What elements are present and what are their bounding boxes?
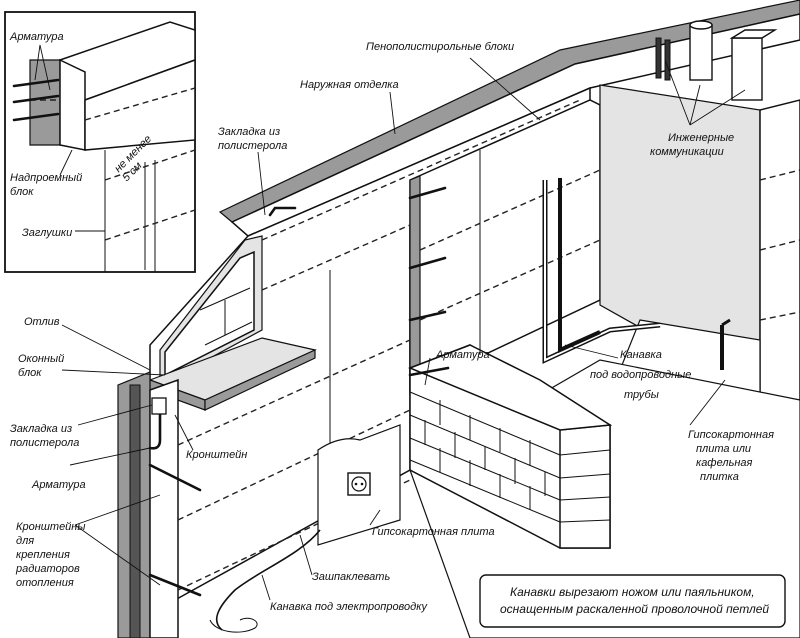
inset-label-zaglushki: Заглушки [22, 227, 72, 239]
label-armatura-left: Арматура [31, 479, 86, 491]
label-gipso-plitka-2: плита или [696, 443, 751, 455]
label-zakladka-left-1: Закладка из [10, 423, 72, 435]
brick-wall [407, 344, 613, 549]
label-zashpaklevat: Зашпаклевать [312, 571, 390, 583]
labels: Пенополистирольные блоки Наружная отделк… [10, 41, 774, 613]
label-okonny-1: Оконный [18, 353, 64, 365]
label-penopolistirol: Пенополистирольные блоки [366, 41, 514, 53]
label-kanavka-vodo-3: трубы [624, 389, 659, 401]
leader-lines [61, 57, 746, 601]
inset-detail: Арматура Надпроемный блок не менее 5 см … [4, 11, 196, 273]
label-naruzhnaya-otdelka: Наружная отделка [300, 79, 399, 91]
inset-label-armatura: Арматура [9, 31, 64, 43]
label-zakladka-top-2: полистерола [218, 140, 287, 152]
label-kronshteiny-4: радиаторов [15, 563, 80, 575]
window-block [164, 250, 255, 377]
label-kanavka-vodo-2: под водопроводные [590, 369, 691, 381]
label-okonny-2: блок [18, 367, 42, 379]
label-kanavka-elektro: Канавка под электропроводку [270, 601, 428, 613]
label-gipso-plitka-3: кафельная [696, 457, 753, 469]
rebars [148, 186, 450, 597]
note-box: Канавки вырезают ножом или паяльником, о… [479, 574, 786, 628]
electrical-socket [347, 472, 371, 496]
note-line-1: Канавки вырезают ножом или паяльником, [510, 585, 755, 599]
inset-label-nadproemny-1: Надпроемный [10, 172, 82, 184]
inset-label-nadproemny-2: блок [10, 186, 34, 198]
electrical-wire [216, 529, 321, 631]
label-kronshteiny-5: отопления [16, 577, 74, 589]
utilities-top [655, 20, 778, 101]
label-gipso-plitka-4: плитка [700, 471, 739, 483]
label-kronshtein: Кронштейн [186, 449, 247, 461]
label-kronshteiny-1: Кронштейны [16, 521, 85, 533]
far-right-wall [759, 99, 800, 401]
label-inzhenernye-2: коммуникации [650, 146, 724, 158]
wall-drawing [117, 0, 800, 638]
label-zakladka-top-1: Закладка из [218, 126, 280, 138]
label-gipso-plitka-1: Гипсокартонная [688, 429, 774, 441]
note-line-2: оснащенным раскаленной проволочной петле… [500, 602, 769, 616]
label-kronshteiny-3: крепления [16, 549, 70, 561]
label-armatura-center: Арматура [435, 349, 490, 361]
label-zakladka-left-2: полистерола [10, 437, 79, 449]
label-kanavka-vodo-1: Канавка [620, 349, 662, 361]
label-gipso-plita: Гипсокартонная плита [372, 526, 495, 538]
label-otliv: Отлив [24, 316, 60, 328]
label-kronshteiny-2: для [16, 535, 34, 547]
label-inzhenernye-1: Инженерные [668, 132, 734, 144]
